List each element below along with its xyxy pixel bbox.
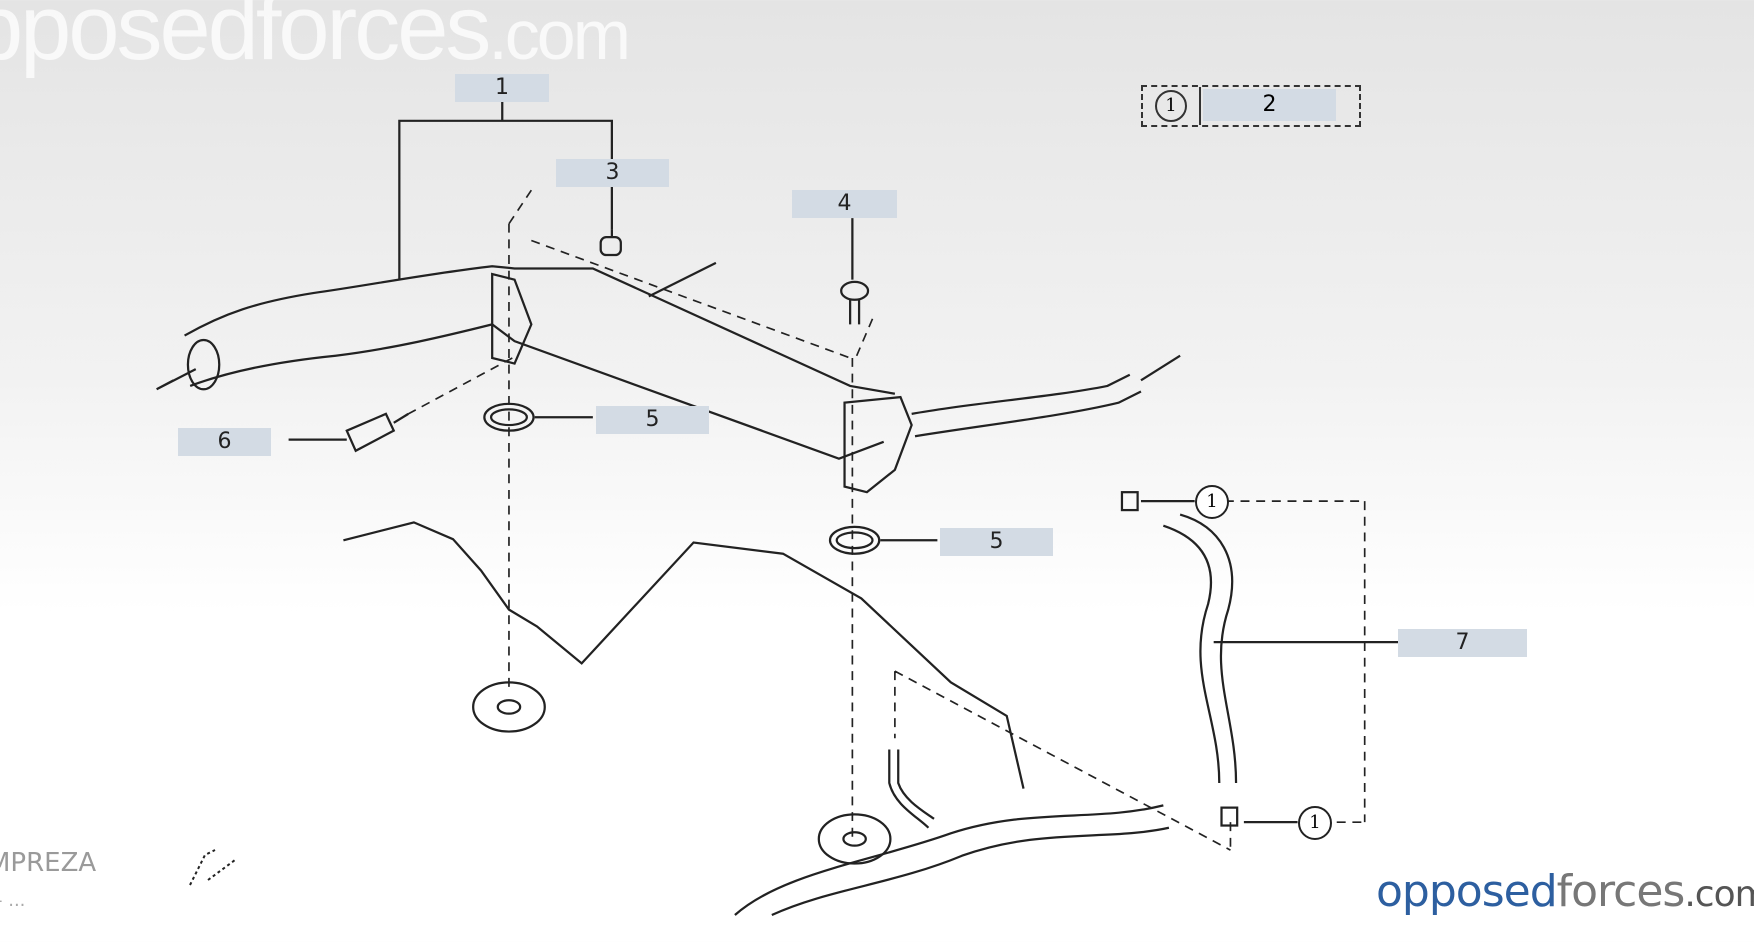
site-logo[interactable]: opposedforces.com bbox=[1376, 866, 1754, 917]
callout-5a[interactable]: 5 bbox=[596, 406, 709, 434]
callout-7[interactable]: 7 bbox=[1398, 629, 1527, 657]
model-name: MPREZA bbox=[0, 848, 97, 878]
callout-6[interactable]: 6 bbox=[178, 428, 271, 456]
legend-box: 1 2 bbox=[1141, 85, 1361, 127]
watermark-suffix: .com bbox=[488, 0, 631, 74]
logo-part-1: opposed bbox=[1376, 866, 1558, 917]
watermark: pposedforces.com bbox=[0, 0, 631, 74]
callout-1[interactable]: 1 bbox=[455, 74, 549, 102]
callout-3[interactable]: 3 bbox=[556, 159, 669, 187]
callout-5b[interactable]: 5 bbox=[940, 528, 1053, 556]
legend-symbol: 1 bbox=[1143, 87, 1201, 125]
watermark-text: pposedforces bbox=[0, 0, 491, 79]
logo-part-3: .com bbox=[1684, 874, 1754, 915]
bracket-1 bbox=[398, 100, 613, 280]
circled-number-icon: 1 bbox=[1155, 90, 1187, 122]
signature-mark bbox=[189, 849, 236, 886]
clamp-marker-bottom: 1 bbox=[1298, 806, 1332, 840]
coolant-pipe bbox=[184, 265, 896, 395]
legend-callout-2[interactable]: 2 bbox=[1203, 89, 1336, 121]
clamp-marker-top: 1 bbox=[1195, 485, 1229, 519]
logo-part-2: forces bbox=[1556, 866, 1686, 917]
model-subtitle: - ... bbox=[0, 890, 26, 911]
callout-4[interactable]: 4 bbox=[792, 190, 897, 218]
